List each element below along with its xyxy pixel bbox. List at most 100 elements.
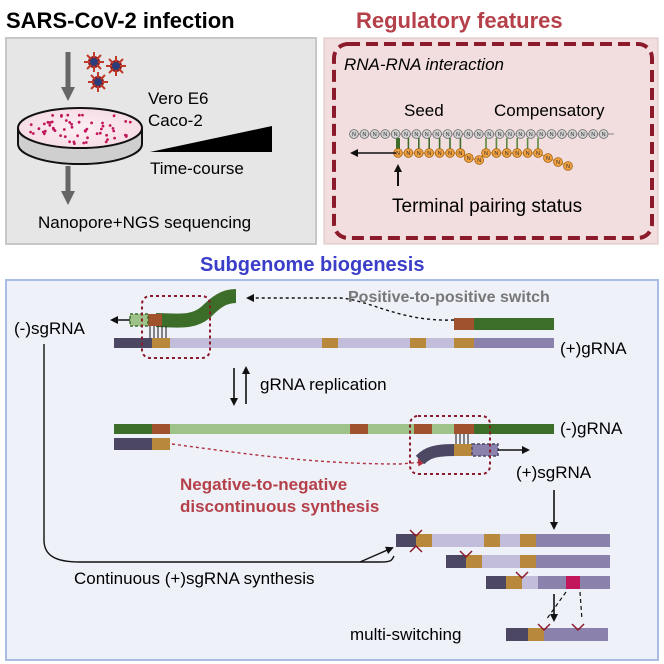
pos-grna-leader (114, 338, 152, 348)
rna-interaction-subtitle: RNA-RNA interaction (344, 55, 504, 74)
n2n-highlight-frame (409, 415, 491, 475)
nucleotide-bead (501, 148, 512, 158)
nucleotide-letter: N (515, 151, 519, 157)
cell-dot (105, 133, 108, 137)
nucleotide-letter: N (529, 132, 533, 138)
nucleotide-letter: N (448, 151, 452, 157)
pairing-ticks (149, 326, 167, 338)
time-course-label: Time-course (150, 159, 244, 178)
nucleotide-letter: N (383, 132, 387, 138)
cell-dot (29, 130, 32, 134)
regulatory-box (323, 37, 659, 245)
p2p-switch-label: Positive-to-positive switch (348, 289, 550, 306)
nucleotide-letter: N (414, 132, 418, 138)
cell-dot (111, 126, 115, 130)
nucleotide-bead (553, 157, 563, 167)
nucleotide-bead (421, 129, 432, 139)
nucleotide-letter: N (602, 132, 606, 138)
neg-grna-brown (454, 424, 474, 434)
cell-dot (86, 136, 89, 140)
cell-dot (124, 120, 128, 123)
grna-top-segment-brown (454, 318, 474, 330)
nucleotide-letter: N (362, 132, 366, 138)
cell-dot (100, 127, 103, 131)
cell-dot (68, 140, 71, 144)
pairing-ticks (455, 434, 469, 444)
neg-grna-lower-gold (152, 438, 170, 450)
nucleotide-letter: N (396, 151, 400, 157)
cell-dot (51, 114, 54, 117)
nucleotide-letter: N (456, 132, 460, 138)
nucleotide-bead (588, 129, 598, 139)
infection-title: SARS-CoV-2 infection (6, 8, 235, 33)
neg-grna-lower-purple (114, 438, 152, 450)
nucleotide-bead (557, 129, 567, 139)
replication-label: gRNA replication (260, 375, 387, 394)
neg-grna-brown (414, 424, 432, 434)
nucleotide-letter: N (417, 151, 421, 157)
nucleotide-bead (474, 155, 485, 165)
nucleotide-letter: N (560, 132, 564, 138)
nucleotide-letter: N (581, 132, 585, 138)
nucleotide-letter: N (539, 132, 543, 138)
cell-dot (42, 122, 46, 126)
nucleotide-bead (515, 129, 526, 139)
nucleotide-bead (401, 129, 411, 139)
nucleotide-letter: N (518, 132, 522, 138)
multi-switching-label: multi-switching (350, 625, 461, 644)
n2n-label-line2: discontinuous synthesis (180, 497, 379, 516)
compensatory-label: Compensatory (494, 101, 605, 120)
nucleotide-bead (411, 129, 422, 139)
pos-grna-trs (322, 338, 338, 348)
nucleotide-bead (567, 129, 578, 139)
cell-dot (108, 124, 112, 127)
cell-line-vero: Vero E6 (148, 89, 209, 108)
continuous-arrow (43, 344, 395, 563)
pos-grna-trs (454, 338, 474, 348)
neg-grna-brown (152, 424, 170, 434)
nucleotide-bead (546, 129, 557, 139)
nucleotide-letter: N (505, 151, 509, 157)
pos-sgrna-label: (+)sgRNA (516, 463, 592, 482)
pos-grna-trs (152, 338, 170, 348)
nucleotide-bead (505, 129, 515, 139)
cell-dot (66, 113, 70, 117)
neg-grna-brown (350, 424, 368, 434)
nucleotide-letter: N (477, 132, 481, 138)
regulatory-panel: Regulatory features RNA-RNA interaction … (323, 8, 659, 245)
nucleotide-letter: N (352, 132, 356, 138)
nucleotide-letter: N (406, 151, 410, 157)
cell-dot (60, 114, 63, 117)
nucleotide-bead (481, 148, 491, 158)
pos-grna-tail (474, 338, 554, 348)
nucleotide-bead (543, 153, 553, 163)
neg-sgrna-label: (-)sgRNA (14, 319, 85, 338)
cell-dot (112, 129, 116, 133)
dashed-link (579, 591, 583, 621)
regulatory-title: Regulatory features (356, 8, 563, 33)
cell-dot (59, 134, 62, 138)
continuous-label: Continuous (+)sgRNA synthesis (74, 569, 314, 588)
cell-line-caco: Caco-2 (148, 111, 203, 130)
cell-dot (63, 135, 67, 139)
nucleotide-letter: N (536, 151, 540, 157)
cell-dot (37, 127, 41, 131)
nucleotide-letter: N (591, 132, 595, 138)
terminal-pairing-label: Terminal pairing status (392, 196, 582, 217)
cell-dot (73, 142, 76, 146)
regulatory-dashed-frame (332, 42, 654, 240)
cell-dot (106, 138, 109, 142)
nucleotide-bead (349, 129, 359, 139)
cell-dot (43, 129, 47, 133)
nucleotide-letter: N (466, 132, 470, 138)
seed-label: Seed (404, 101, 444, 120)
cell-dot (46, 120, 50, 124)
pos-grna-trs (410, 338, 426, 348)
nucleotide-bead (473, 129, 484, 139)
nucleotide-letter: N (484, 151, 488, 157)
nucleotide-letter: N (425, 132, 429, 138)
cell-dot (70, 125, 74, 129)
nucleotide-letter: N (498, 132, 502, 138)
